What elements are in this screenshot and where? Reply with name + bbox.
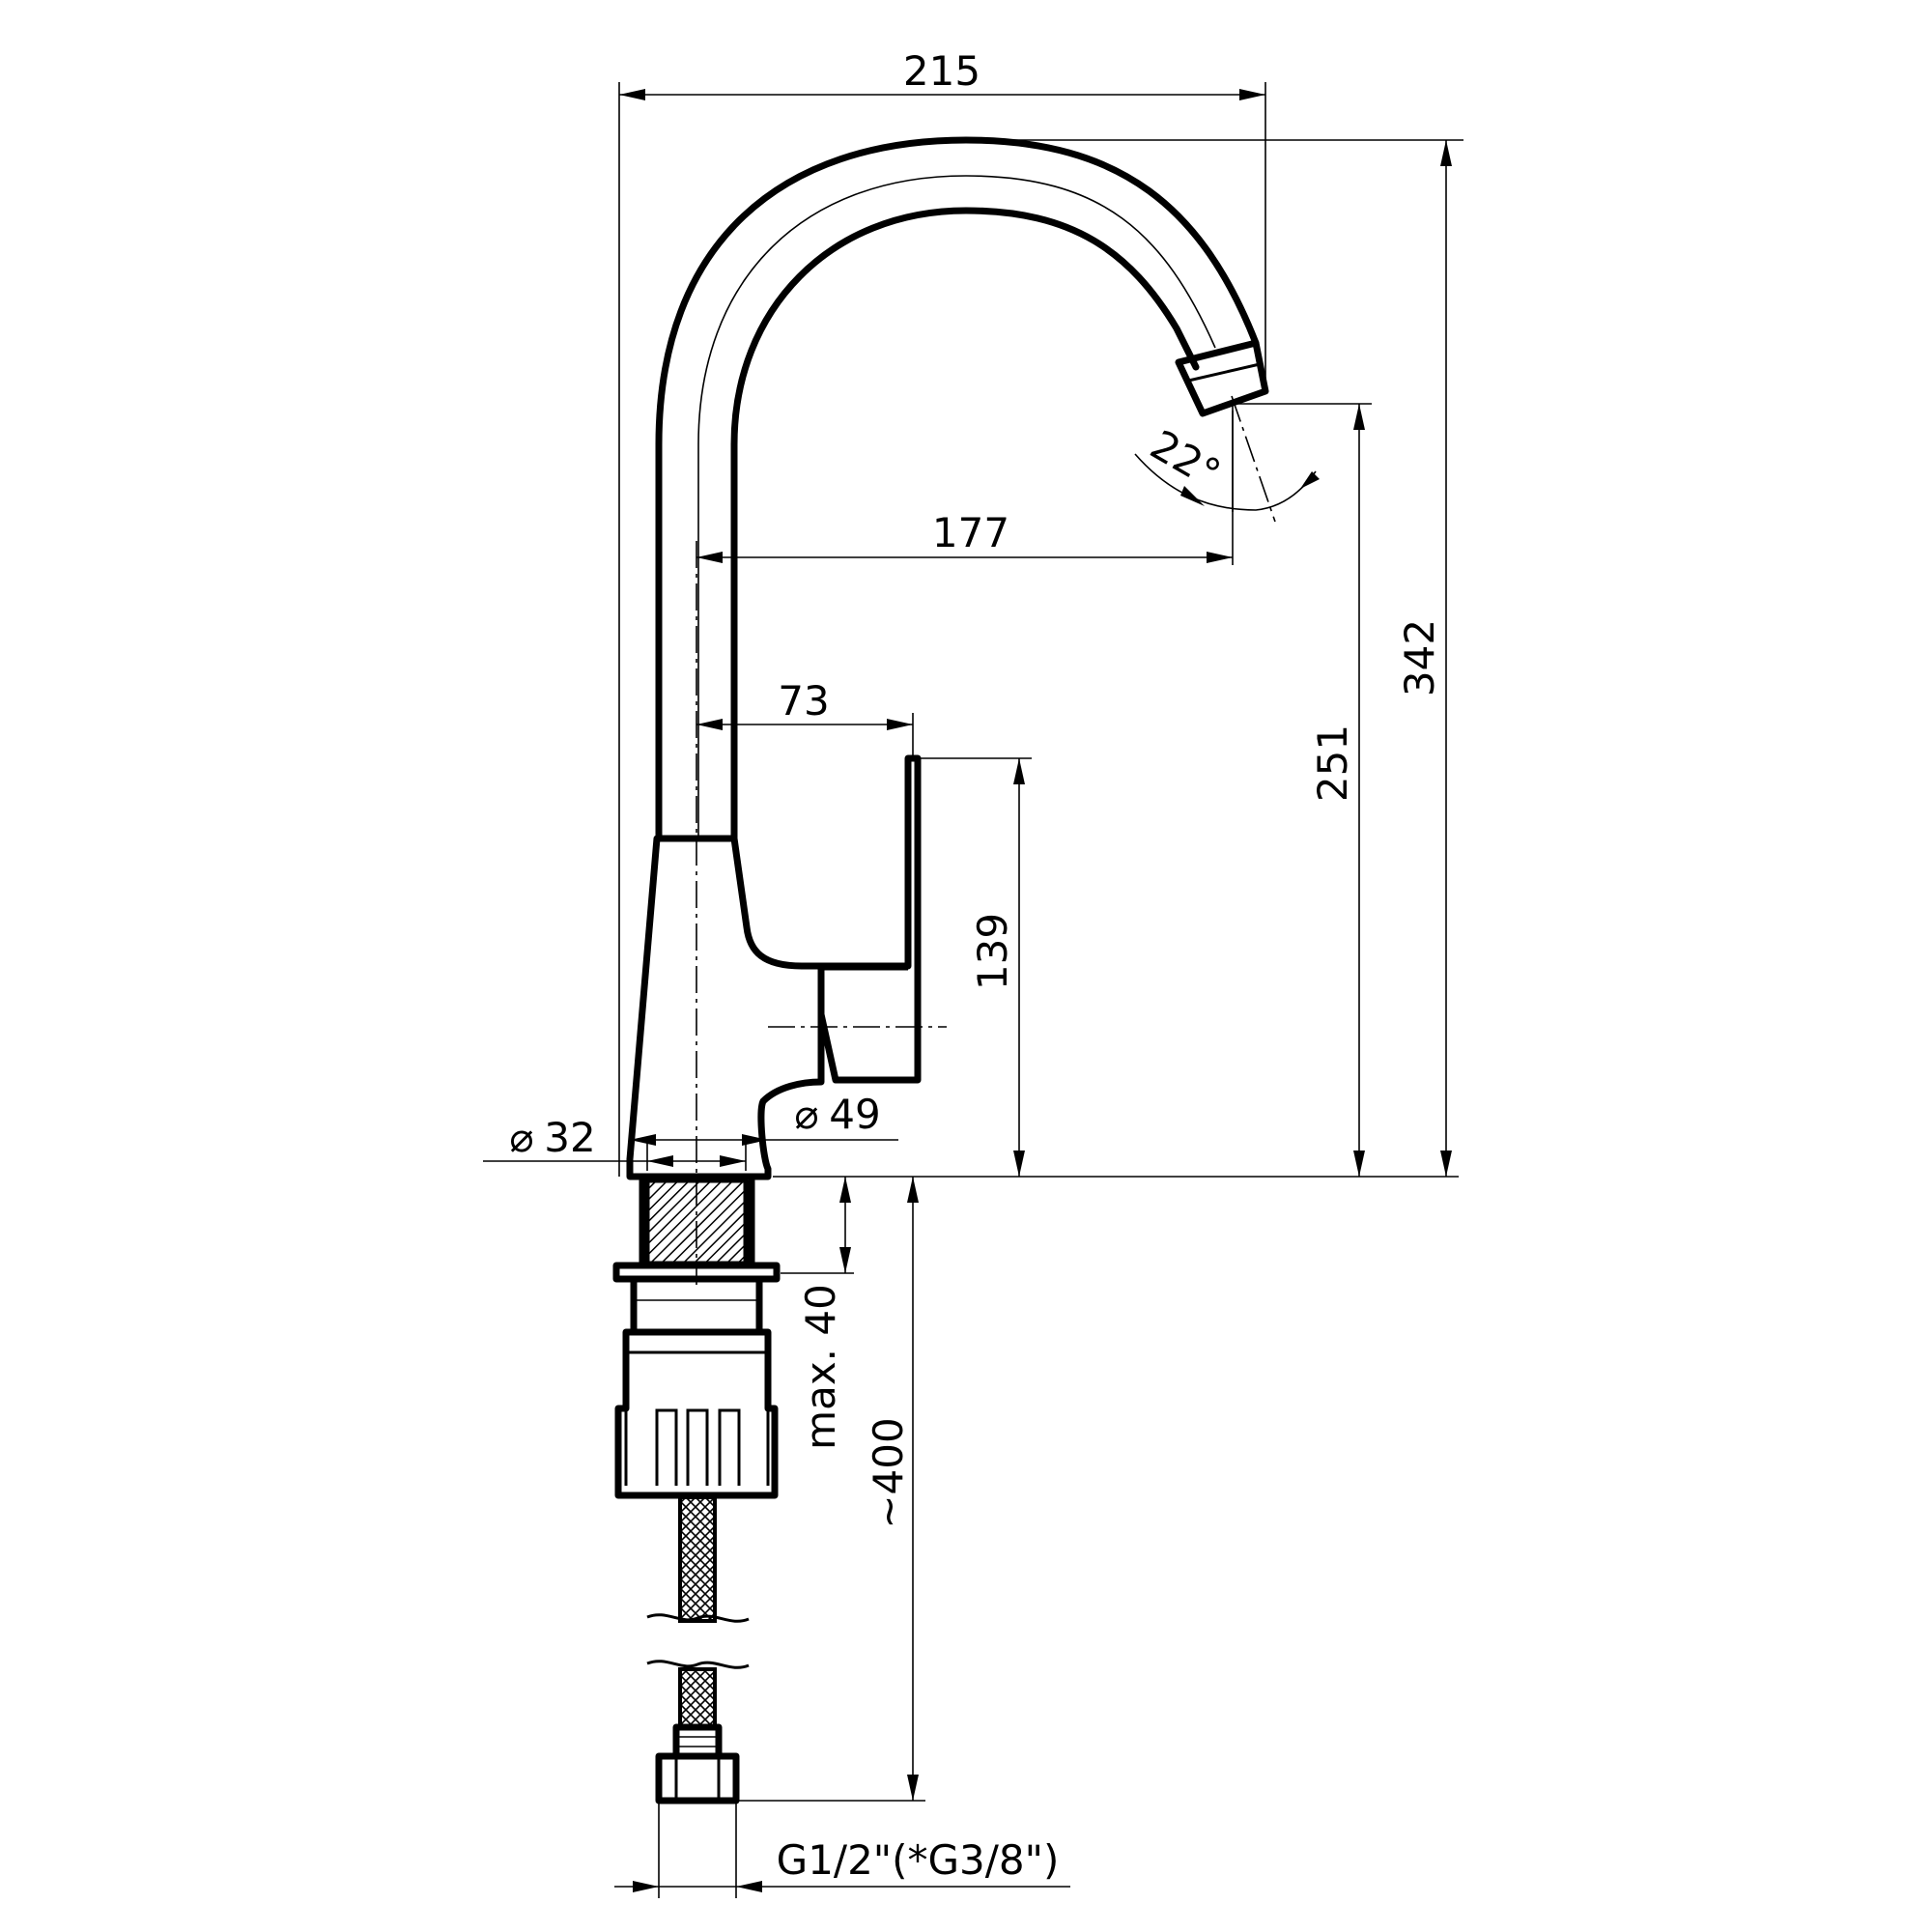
faucet-main-body	[626, 835, 825, 1180]
handle-lever	[817, 754, 922, 1084]
dimension-handle-offset: 73	[696, 677, 914, 758]
spout-outer-contour	[655, 136, 1260, 842]
dim-label-thread: G1/2"(*G3/8")	[777, 1836, 1060, 1884]
hex-connector-nut	[655, 1752, 740, 1804]
aerator-nozzle	[1175, 339, 1269, 417]
dimension-spout-height: 251	[1236, 403, 1372, 1177]
hose-ferrule	[672, 1723, 723, 1760]
flex-hose-lower	[678, 1667, 717, 1729]
dimension-thread: G1/2"(*G3/8")	[614, 1801, 1070, 1898]
dim-label-max-40: max. 40	[797, 1284, 844, 1450]
dim-symbol-diameter-49: ⌀	[794, 1091, 818, 1138]
dimension-total-width: 215	[618, 47, 1266, 1177]
dim-label-400: ~400	[865, 1417, 912, 1528]
dim-label-215: 215	[903, 47, 980, 95]
flex-hose-upper	[678, 1495, 717, 1623]
dimension-hose-length: ~400	[738, 1177, 925, 1802]
threaded-shank	[644, 1178, 749, 1266]
dim-label-73: 73	[778, 677, 829, 724]
dimension-total-height: 342	[966, 139, 1463, 1177]
dimension-spout-reach: 177	[696, 411, 1234, 565]
spout-highlight-line	[697, 175, 1216, 838]
dim-label-32: 32	[544, 1114, 595, 1161]
dim-label-139: 139	[969, 913, 1016, 990]
fixing-nut	[614, 1328, 779, 1499]
mounting-assembly	[612, 1177, 781, 1804]
dimension-handle-height: 139	[920, 757, 1032, 1177]
spout-inner-contour	[730, 207, 1200, 842]
aerator-ring	[1183, 362, 1261, 384]
dimension-spout-angle: 22°	[1134, 404, 1320, 512]
dim-label-251: 251	[1309, 724, 1356, 802]
dim-label-342: 342	[1396, 619, 1443, 696]
dim-label-49: 49	[829, 1091, 880, 1138]
dim-symbol-diameter-32: ⌀	[509, 1114, 533, 1161]
dimension-shank-diameter: ⌀ 32	[483, 1114, 747, 1171]
spacer-ring	[630, 1275, 763, 1336]
dim-label-177: 177	[932, 509, 1009, 556]
dimension-max-counter: max. 40	[781, 1177, 854, 1450]
dim-label-22deg: 22°	[1143, 421, 1229, 498]
nut-fins	[624, 1408, 770, 1486]
dimension-base-diameter: ⌀ 49	[630, 1091, 898, 1146]
faucet-body	[626, 136, 1269, 1180]
